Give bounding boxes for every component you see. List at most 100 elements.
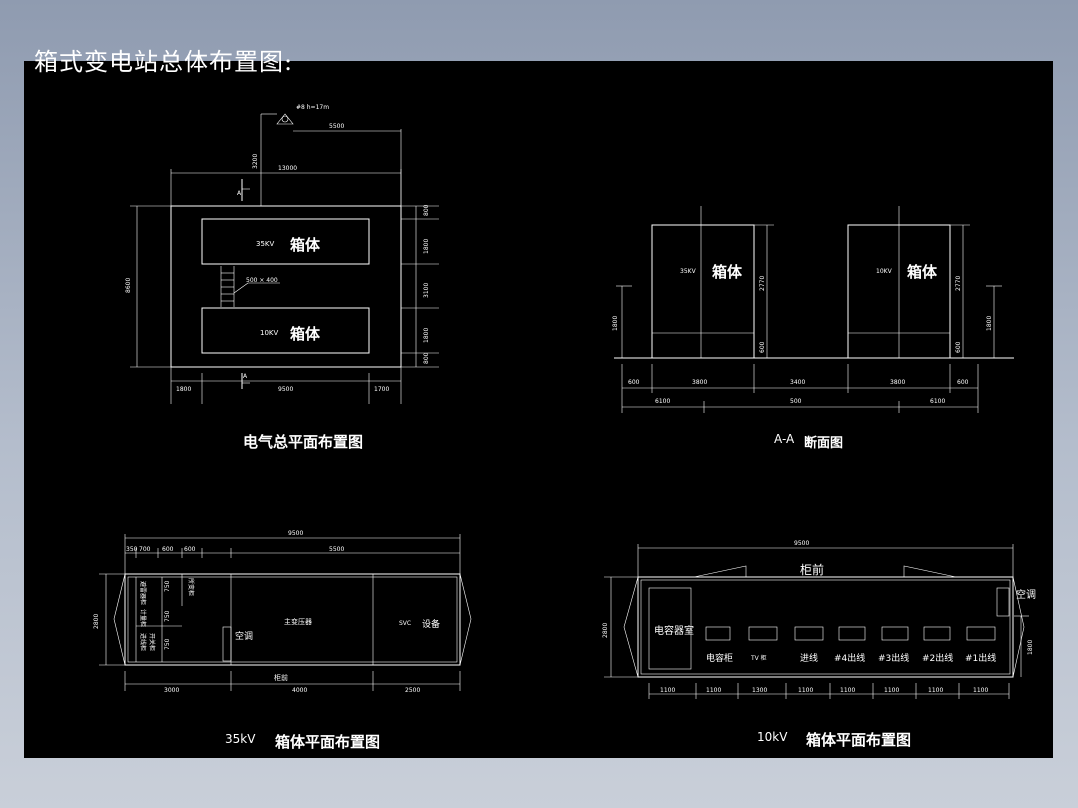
box10-front: 柜前 [800, 562, 824, 577]
section-caption-prefix: A-A [774, 432, 795, 446]
plan-caption: 电气总平面布置图 [243, 433, 363, 451]
box10-dim-4: 1100 [798, 687, 813, 694]
plan-dim-3200: 3200 [252, 154, 259, 169]
box10-outline [637, 576, 1014, 678]
box10-dim-8: 1100 [973, 687, 988, 694]
box10-cabinet-1: 电容柜 [706, 652, 733, 664]
box10-caption-prefix: 10kV [757, 730, 788, 744]
plan-dim-left: 8600 [125, 278, 132, 293]
box10-capacitor-room [648, 587, 692, 670]
box10-cabinet-6: #2出线 [922, 652, 953, 664]
box10-cabinet-5: #3出线 [878, 652, 909, 664]
section-dim-t3: 6100 [930, 398, 945, 405]
box35-sub-dim-2: 750 [164, 610, 171, 622]
box35-dim-b: 700 [139, 546, 151, 553]
box35-transformer: 主变压器 [284, 617, 312, 626]
box10-cabinet-row [705, 626, 996, 641]
plan-dim-b1: 1800 [176, 386, 191, 393]
box10-aircon: 空调 [1016, 588, 1036, 601]
box10-dim-6: 1100 [884, 687, 899, 694]
section-dim-w1: 600 [628, 379, 640, 386]
box35-sub-dim-3: 750 [164, 638, 171, 650]
section-dim-h1: 2770 [759, 276, 766, 291]
box35-front: 柜前 [274, 673, 288, 682]
box35-cab-incoming: 进线柜 [139, 633, 147, 651]
box35-outline [124, 573, 461, 666]
section-dim-w2: 3800 [692, 379, 707, 386]
box35-plan-view: 避雷器柜 计量柜 进线柜 开关柜 所变柜 750 750 750 空调 主变压器… [93, 530, 472, 751]
box35-dim-f3: 2500 [405, 687, 420, 694]
box10-cabinet-4: #4出线 [834, 652, 865, 664]
box35-dim-a: 350 [126, 546, 138, 553]
plan-box-35kv-title: 箱体 [290, 236, 321, 254]
cad-drawing-canvas[interactable]: 35KV 箱体 10KV 箱体 500 × 400 #8 h=17m 5500 [24, 61, 1053, 758]
box35-cab-meter: 计量柜 [139, 609, 147, 627]
box35-cab-lightning: 避雷器柜 [139, 581, 147, 605]
box35-sub-dim-1: 750 [164, 580, 171, 592]
box10-dim-3: 1300 [752, 687, 767, 694]
box35-dim-f2: 4000 [292, 687, 307, 694]
box35-svc: SVC [399, 620, 411, 627]
section-box-35kv-label: 35KV [680, 268, 697, 275]
box35-dim-total: 9500 [288, 530, 303, 537]
electrical-plan-view: 35KV 箱体 10KV 箱体 500 × 400 #8 h=17m 5500 [125, 104, 439, 451]
box35-caption: 箱体平面布置图 [275, 733, 380, 751]
section-box-35kv-title: 箱体 [712, 263, 743, 281]
box10-cabinet-2: TV 柜 [750, 654, 767, 662]
plan-box-10kv-label: 10KV [260, 329, 278, 337]
section-view: 35KV 箱体 10KV 箱体 2770 600 2770 600 1800 1… [612, 206, 1014, 451]
plan-box-10kv [201, 307, 370, 354]
section-box-10kv-label: 10KV [876, 268, 893, 275]
section-dim-w4: 3800 [890, 379, 905, 386]
box35-aircon: 空调 [235, 630, 253, 642]
box35-dim-f1: 3000 [164, 687, 179, 694]
box10-dim-total: 9500 [794, 540, 809, 547]
section-box-10kv-title: 箱体 [907, 263, 938, 281]
box10-dim-1: 1100 [660, 687, 675, 694]
plan-dim-r1: 800 [423, 204, 430, 216]
plan-box-35kv-label: 35KV [256, 240, 274, 248]
box35-dim-d: 600 [184, 546, 196, 553]
box10-dim-h: 2800 [602, 623, 609, 638]
section-box-35kv [651, 224, 755, 359]
section-dim-right-h: 1800 [986, 316, 993, 331]
plan-height-note: #8 h=17m [296, 104, 329, 111]
box10-dim-side: 1800 [1027, 640, 1034, 655]
plan-dim-r4: 1800 [423, 328, 430, 343]
plan-dim-r2: 1800 [423, 239, 430, 254]
box10-cabinet-7: #1出线 [965, 652, 996, 664]
box35-dim-h: 2800 [93, 614, 100, 629]
plan-section-mark-bottom: A [243, 373, 248, 380]
box10-dim-7: 1100 [928, 687, 943, 694]
box35-cab-switch: 开关柜 [148, 633, 156, 651]
box35-dim-c: 600 [162, 546, 174, 553]
plan-stair [220, 266, 280, 307]
plan-box-10kv-title: 箱体 [290, 325, 321, 343]
plan-outline [170, 205, 402, 368]
box10-capacitor-room-label: 电容器室 [654, 624, 694, 637]
box10-plan-view: 电容器室 空调 柜前 电容柜 TV 柜 进线 #4出线 #3出线 #2出线 #1… [602, 540, 1036, 749]
box35-cab-station: 所变柜 [187, 578, 195, 596]
plan-stair-note: 500 × 400 [246, 277, 278, 284]
section-dim-base1: 600 [759, 341, 766, 353]
plan-section-mark-top: A [237, 190, 242, 197]
section-dim-h2: 2770 [955, 276, 962, 291]
plan-dim-top: 13000 [278, 165, 297, 172]
plan-dim-r3: 3100 [423, 283, 430, 298]
box10-dim-5: 1100 [840, 687, 855, 694]
plan-dim-r5: 800 [423, 352, 430, 364]
plan-dim-5500: 5500 [329, 123, 344, 130]
lightning-rod-icon [260, 113, 402, 206]
plan-dim-b2: 9500 [278, 386, 293, 393]
section-caption: 断面图 [804, 435, 843, 451]
box35-dim-e: 5500 [329, 546, 344, 553]
box10-cabinet-3: 进线 [800, 652, 818, 664]
box10-caption: 箱体平面布置图 [806, 731, 911, 749]
section-dim-t1: 6100 [655, 398, 670, 405]
section-dim-w3: 3400 [790, 379, 805, 386]
box10-dim-2: 1100 [706, 687, 721, 694]
box35-equipment: 设备 [422, 618, 440, 630]
section-dim-base2: 600 [955, 341, 962, 353]
plan-box-35kv [201, 218, 370, 265]
page-title: 箱式变电站总体布置图: [34, 48, 294, 76]
